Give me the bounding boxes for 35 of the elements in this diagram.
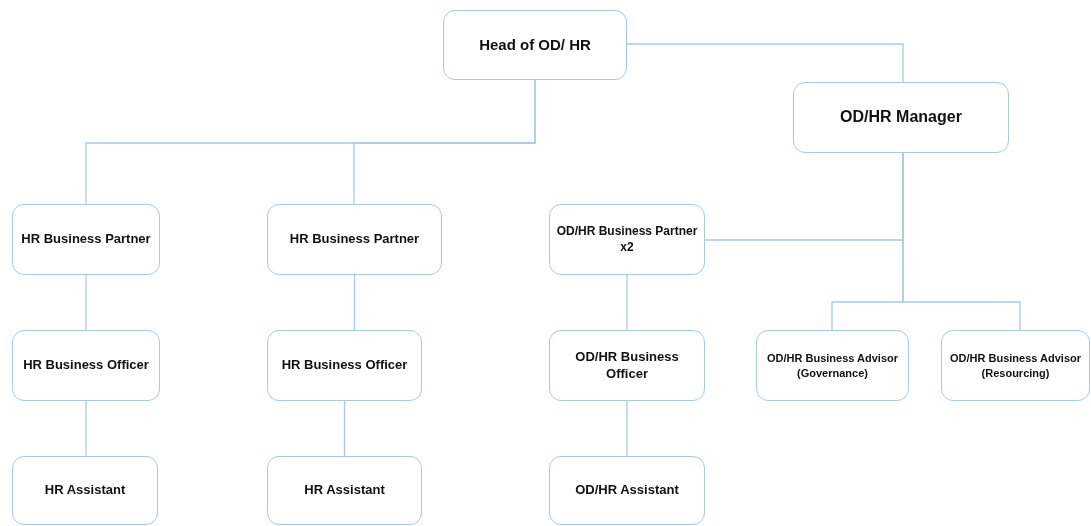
role-box (941, 330, 1090, 401)
connector-line (85, 400, 87, 457)
role-title: HR Assistant (303, 482, 386, 499)
role-box (12, 330, 160, 401)
role-box (267, 330, 422, 401)
role-title: OD/HR Assistant (574, 482, 680, 499)
role-box (756, 330, 909, 401)
connector-line (353, 274, 356, 331)
connector-line (85, 274, 87, 331)
connector-line (353, 79, 536, 205)
role-title: HR Business Officer (280, 357, 409, 374)
connector-line (902, 152, 1021, 331)
role-box (267, 204, 442, 275)
role-box (549, 204, 705, 275)
role-title: HR Business Partner (288, 231, 421, 248)
role-box (12, 204, 160, 275)
role-title: OD/HR Manager (839, 107, 963, 128)
role-title: OD/HR Business Advisor (Resourcing) (949, 351, 1082, 380)
role-box (793, 82, 1009, 153)
role-title: HR Business Officer (22, 357, 150, 374)
role-title: OD/HR Business Advisor (Governance) (766, 351, 899, 380)
role-title: Head of OD/ HR (478, 35, 592, 55)
role-title: OD/HR Business Partner x2 (555, 223, 699, 256)
role-title: HR Assistant (43, 482, 127, 499)
role-box (549, 456, 705, 525)
role-box (443, 10, 627, 80)
connector-line (626, 43, 904, 83)
connector-line (626, 274, 628, 331)
role-title: OD/HR Business Officer (574, 348, 680, 383)
role-box (267, 456, 422, 525)
role-title: HR Business Partner (20, 231, 152, 248)
connector-line (343, 400, 346, 457)
role-box (12, 456, 158, 525)
role-box (549, 330, 705, 401)
connector-line (626, 400, 628, 457)
